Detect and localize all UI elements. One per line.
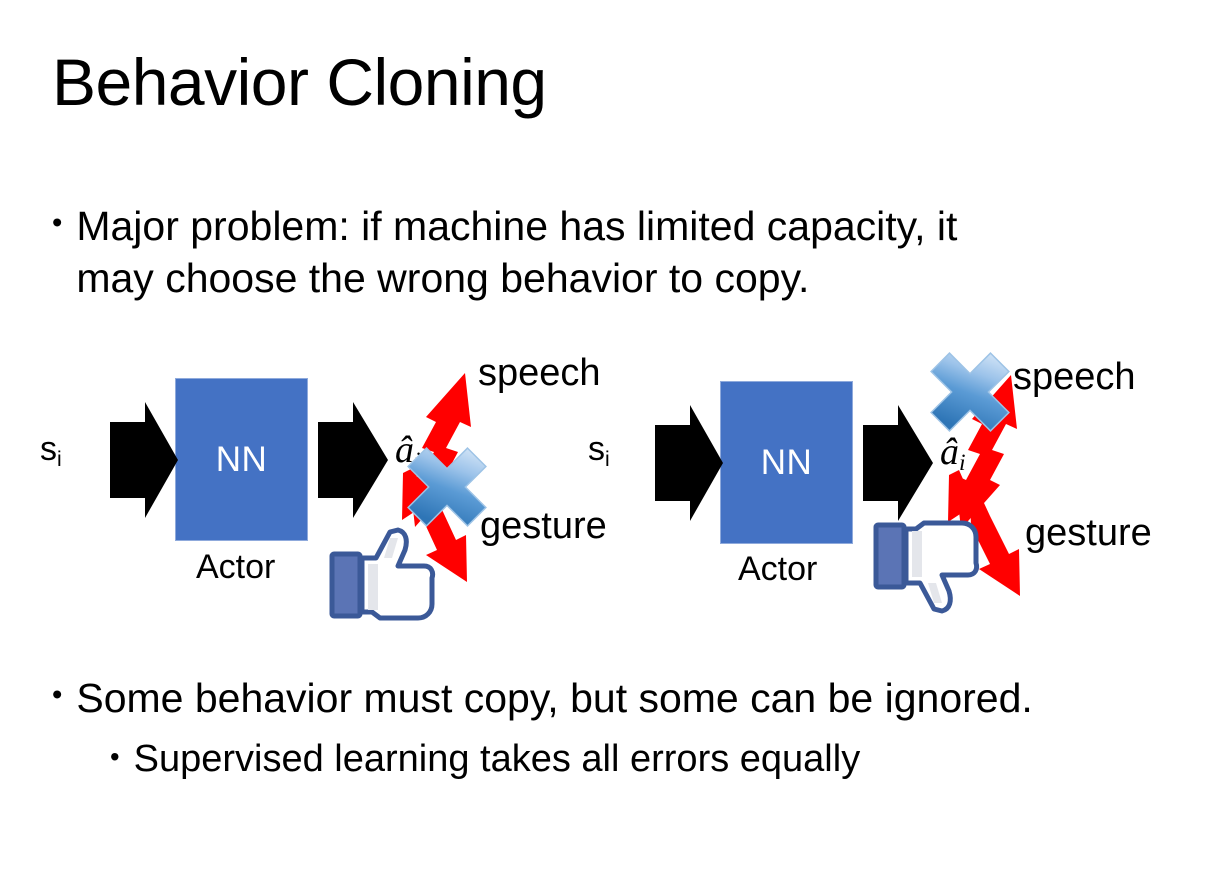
- bullet-marker-icon: •: [110, 741, 120, 773]
- bullet-major-problem: • Major problem: if machine has limited …: [52, 200, 1132, 305]
- branch-label-speech-left: speech: [478, 352, 601, 394]
- branch-label-gesture-left: gesture: [480, 505, 607, 547]
- input-state-label-right: si: [588, 430, 610, 472]
- nn-box-label: NN: [760, 442, 813, 482]
- output-action-symbol: â: [940, 431, 959, 473]
- block-arrow-input-right: [655, 405, 723, 521]
- nn-box-left: NN: [175, 378, 308, 541]
- input-state-symbol: s: [40, 430, 57, 468]
- input-state-label-left: si: [40, 430, 62, 472]
- actor-caption-right: Actor: [738, 550, 818, 588]
- bullet-some-behavior-text: Some behavior must copy, but some can be…: [76, 675, 1033, 721]
- input-state-symbol: s: [588, 430, 605, 468]
- block-arrow-output-right: [863, 405, 933, 521]
- output-action-label-left: âi: [395, 428, 421, 475]
- branch-label-speech-right: speech: [1013, 356, 1136, 398]
- input-state-subscript: i: [57, 448, 62, 472]
- branch-label-gesture-right: gesture: [1025, 512, 1152, 554]
- red-arrow-gesture-left: [402, 468, 467, 582]
- bullet-some-behavior: • Some behavior must copy, but some can …: [52, 672, 1152, 724]
- nn-box-label: NN: [215, 439, 268, 479]
- diagram-behavior-cloning-bad: si NN Actor âi speech gesture: [570, 330, 1190, 640]
- output-action-label-right: âi: [940, 430, 966, 477]
- output-action-symbol: â: [395, 429, 414, 471]
- bullet-marker-icon: •: [52, 206, 63, 240]
- page-title: Behavior Cloning: [52, 45, 547, 119]
- red-arrow-gesture-right: [948, 470, 1020, 596]
- nn-box-right: NN: [720, 381, 853, 544]
- bullet-major-problem-text: Major problem: if machine has limited ca…: [76, 203, 958, 302]
- diagram-behavior-cloning-good: si NN Actor âi speech gesture: [10, 330, 610, 640]
- thumbs-up-icon: [329, 527, 436, 621]
- bullet-marker-icon: •: [52, 678, 63, 712]
- cross-out-speech-right: [930, 352, 1010, 432]
- bullet-supervised-learning-text: Supervised learning takes all errors equ…: [133, 738, 861, 780]
- output-action-subscript: i: [414, 448, 421, 475]
- input-state-subscript: i: [605, 448, 610, 472]
- actor-caption-left: Actor: [196, 548, 276, 586]
- thumbs-down-icon: [873, 520, 980, 614]
- bullet-supervised-learning: • Supervised learning takes all errors e…: [110, 735, 1150, 784]
- output-action-subscript: i: [959, 450, 966, 477]
- block-arrow-output-left: [318, 402, 388, 518]
- block-arrow-input-left: [110, 402, 178, 518]
